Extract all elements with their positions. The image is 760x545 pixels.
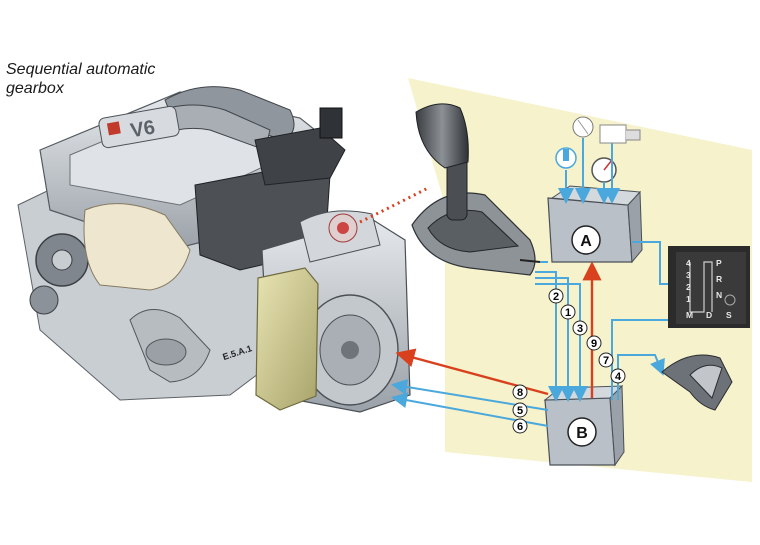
gear-manual-m: M: [686, 310, 693, 320]
gear-lever: [411, 103, 541, 276]
connection-1: 1: [560, 304, 576, 320]
diagram-panel: [408, 78, 752, 482]
gear-manual-1: 1: [686, 294, 691, 304]
connection-3: 3: [572, 320, 588, 336]
connection-7: 7: [598, 352, 614, 368]
svg-text:1: 1: [565, 307, 571, 319]
svg-text:3: 3: [577, 323, 583, 335]
thermometer-icon: [555, 147, 577, 169]
gear-manual-2: 2: [686, 282, 691, 292]
svg-text:2: 2: [553, 291, 559, 303]
svg-text:7: 7: [603, 355, 609, 367]
svg-text:6: 6: [517, 421, 523, 433]
svg-text:9: 9: [591, 338, 597, 350]
gearbox-illustration: [255, 210, 411, 413]
diagram-title-line-2: gearbox: [6, 80, 64, 97]
connection-5: 5: [512, 402, 528, 418]
gear-auto-r: R: [716, 274, 722, 284]
hydraulic-unit: [255, 267, 319, 411]
module-a-label: A: [580, 233, 592, 250]
gear-auto-n: N: [716, 290, 722, 300]
gear-manual-4: 4: [686, 258, 691, 268]
connection-labels: 1 2 3 4 5 6 7: [512, 288, 626, 434]
connection-9: 9: [586, 335, 602, 351]
engine-illustration: V6 E.5.A.1: [17, 86, 346, 401]
gear-auto-p: P: [716, 258, 722, 268]
diagram-title-line-1: Sequential automatic: [6, 61, 156, 78]
connection-6: 6: [512, 418, 528, 434]
connection-8: 8: [512, 384, 528, 400]
diagram-title: Sequential automatic gearbox: [6, 60, 196, 98]
module-a: A: [547, 185, 643, 264]
gear-manual-3: 3: [686, 270, 691, 280]
connection-4: 4: [610, 368, 626, 384]
module-b-label: B: [576, 425, 588, 442]
svg-text:4: 4: [615, 371, 622, 383]
lever-link-dotted: [359, 186, 429, 224]
bulb-icon: [572, 116, 594, 138]
connection-2: 2: [548, 288, 564, 304]
svg-text:5: 5: [517, 405, 523, 417]
engine-badge: V6: [129, 116, 157, 142]
gear-auto-s: S: [726, 310, 732, 320]
gear-auto-d: D: [706, 310, 712, 320]
accelerator-pedal: [661, 354, 733, 411]
svg-text:8: 8: [517, 387, 523, 399]
gear-pattern-display: 4 3 2 1 M P R N D S: [668, 246, 750, 328]
